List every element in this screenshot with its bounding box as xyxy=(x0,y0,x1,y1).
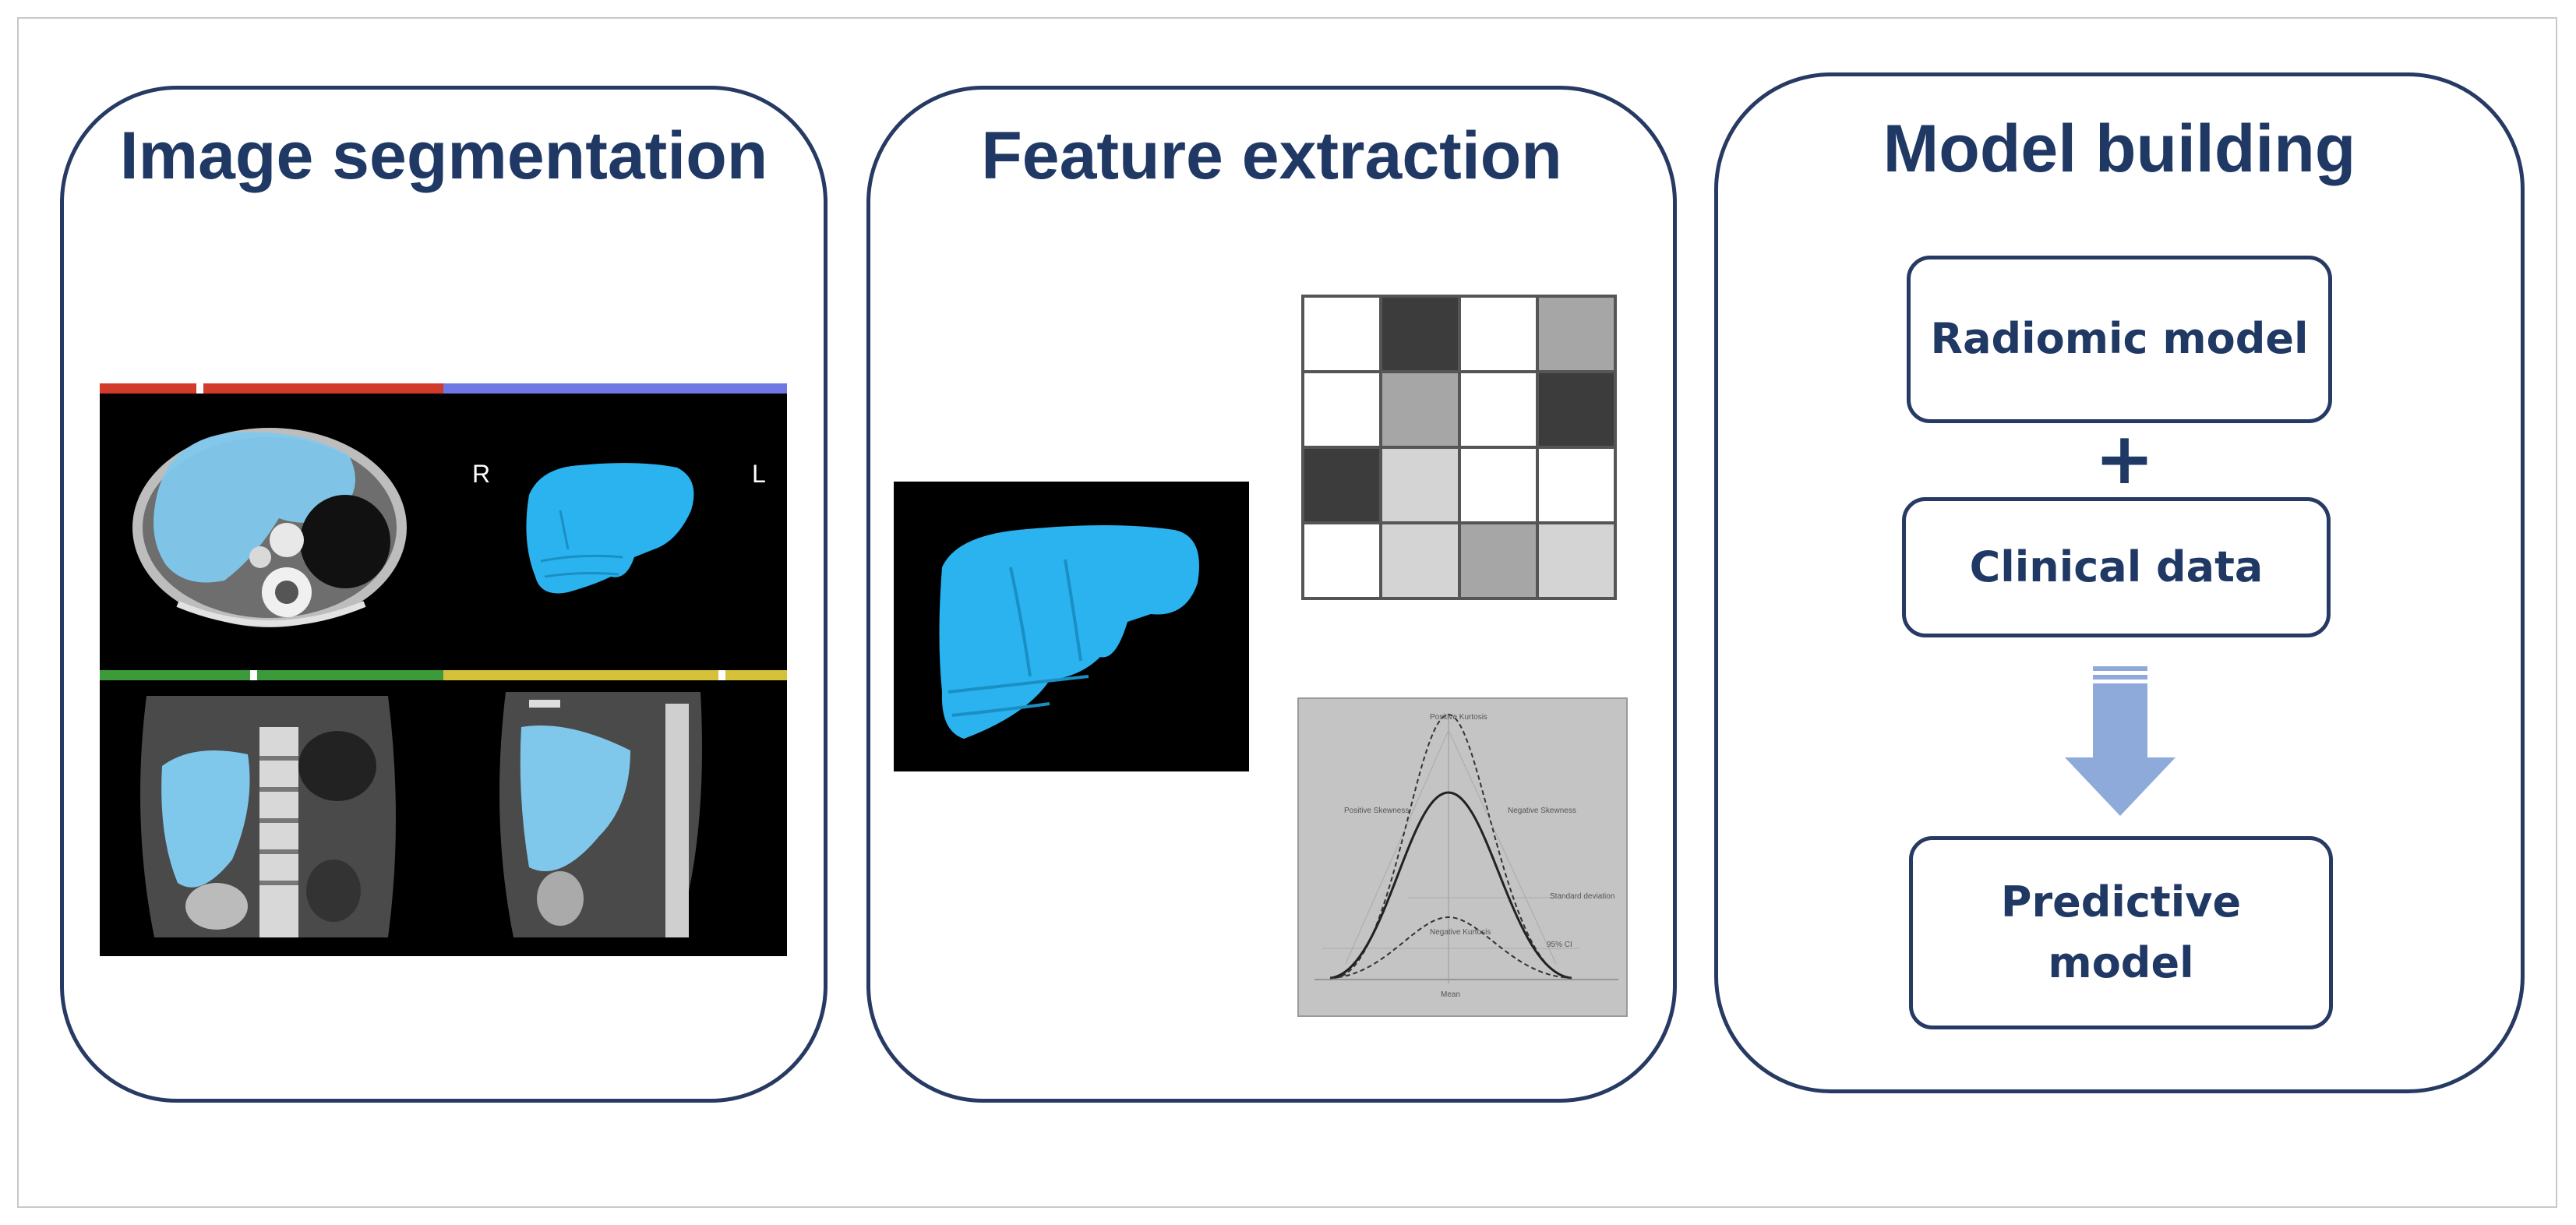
matrix-cell xyxy=(1304,373,1380,446)
panel-title-segmentation: Image segmentation xyxy=(119,118,768,193)
matrix-cell xyxy=(1382,373,1458,446)
liver-3d-view xyxy=(526,463,694,594)
liver-3d-render xyxy=(894,482,1249,771)
panel-title-feature-extraction: Feature extraction xyxy=(981,118,1562,193)
view-bar-axial xyxy=(100,383,443,394)
matrix-cell xyxy=(1304,524,1380,597)
predictive-model-box: Predictive model xyxy=(1909,836,2333,1029)
distribution-curves-figure: Positive Kurtosis Positive Skewness Nega… xyxy=(1297,697,1628,1017)
gray-level-matrix xyxy=(1301,295,1617,600)
clinical-data-label: Clinical data xyxy=(1969,542,2264,591)
orientation-left-label: L xyxy=(752,460,766,488)
ct-viewer: R L xyxy=(100,383,787,956)
matrix-cell xyxy=(1538,298,1614,370)
curve-label-neg-kurt: Negative Kurtosis xyxy=(1430,928,1491,937)
matrix-cell xyxy=(1304,298,1380,370)
radiomic-model-label: Radiomic model xyxy=(1930,314,2309,364)
plus-sign: + xyxy=(2094,417,2155,500)
curve-label-mean: Mean xyxy=(1441,990,1460,999)
matrix-cell xyxy=(1382,524,1458,597)
coronal-ct-view xyxy=(140,696,396,937)
curve-label-right: Negative Skewness xyxy=(1508,807,1576,815)
matrix-cell xyxy=(1538,449,1614,521)
axial-ct-view xyxy=(132,428,407,627)
panel-model-building: Model building xyxy=(1714,72,2525,1093)
matrix-cell xyxy=(1460,449,1536,521)
sagittal-ct-view xyxy=(499,692,702,937)
curve-label-sd: Standard deviation xyxy=(1550,892,1614,901)
down-arrow-icon xyxy=(2065,666,2175,816)
view-bar-sagittal xyxy=(443,670,787,680)
matrix-cell xyxy=(1538,373,1614,446)
matrix-cell xyxy=(1460,373,1536,446)
matrix-cell xyxy=(1538,524,1614,597)
curve-label-top: Positive Kurtosis xyxy=(1430,713,1487,722)
clinical-data-box: Clinical data xyxy=(1902,497,2331,637)
predictive-model-label-line1: Predictive xyxy=(2000,877,2242,927)
view-bar-3d xyxy=(443,383,787,394)
curve-label-left: Positive Skewness xyxy=(1344,807,1409,815)
matrix-cell xyxy=(1460,298,1536,370)
matrix-cell xyxy=(1382,298,1458,370)
panel-title-model-building: Model building xyxy=(1883,111,2356,186)
matrix-cell xyxy=(1304,449,1380,521)
view-bar-coronal xyxy=(100,670,443,680)
predictive-model-label-line2: model xyxy=(2048,938,2194,987)
orientation-right-label: R xyxy=(472,460,491,488)
matrix-cell xyxy=(1460,524,1536,597)
figure-frame xyxy=(17,17,2557,1208)
matrix-cell xyxy=(1382,449,1458,521)
radiomic-model-box: Radiomic model xyxy=(1907,256,2332,423)
curve-label-ci: 95% CI xyxy=(1547,941,1572,949)
